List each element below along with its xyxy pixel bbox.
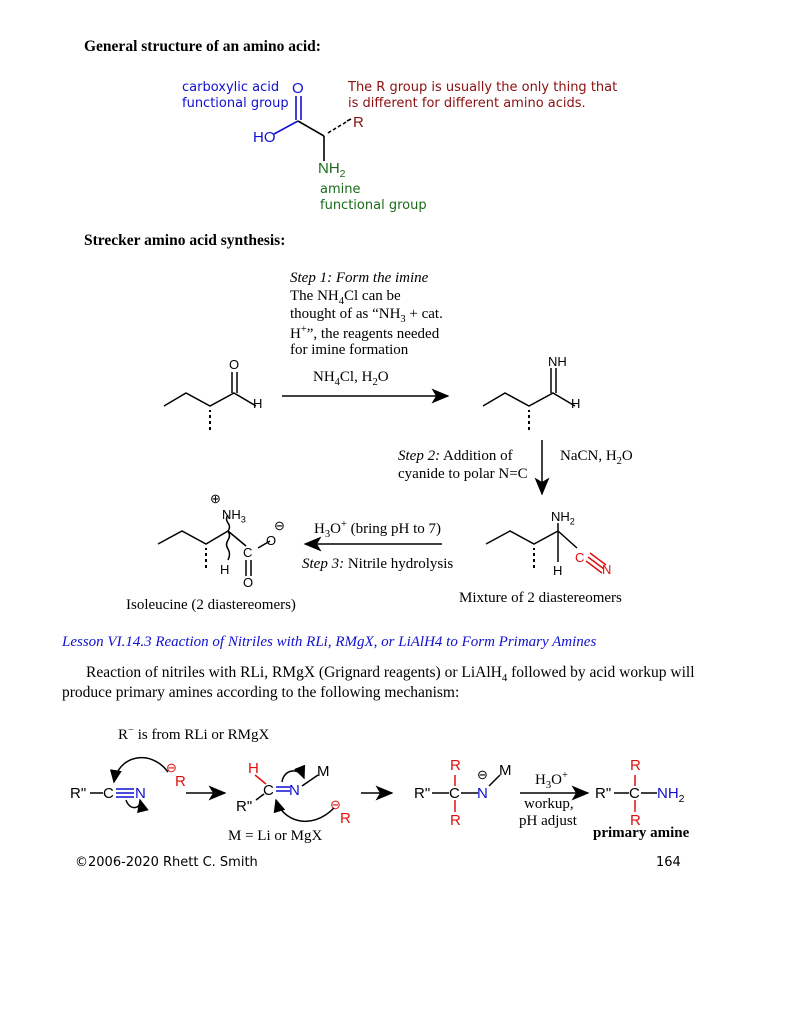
mech-r-top: R bbox=[450, 757, 461, 774]
step1-line2: thought of as “NH3 + cat. bbox=[290, 306, 443, 325]
lesson-title: Lesson VI.14.3 Reaction of Nitriles with… bbox=[62, 634, 597, 650]
mech-m-2: M bbox=[499, 762, 512, 779]
isoleucine-structure bbox=[157, 514, 271, 576]
step1-line1: The NH4Cl can be bbox=[290, 288, 401, 307]
amine-r-bottom: R bbox=[630, 812, 641, 829]
mech-rpp-3: R" bbox=[414, 785, 431, 802]
mech-minus-1: ⊖ bbox=[166, 760, 177, 775]
step1-line4: for imine formation bbox=[290, 342, 409, 358]
mixture-label: Mixture of 2 diastereomers bbox=[459, 590, 622, 606]
mech-n-2: N bbox=[289, 782, 300, 799]
mech-c-3: C bbox=[449, 785, 460, 802]
mech-n-3: N bbox=[477, 785, 488, 802]
minus-charge: ⊖ bbox=[274, 518, 285, 533]
amine-label: amine bbox=[320, 182, 361, 197]
mech-n-1: N bbox=[135, 785, 146, 802]
atom-nh2: NH2 bbox=[318, 160, 346, 180]
mech-r-nucleophile: R bbox=[175, 773, 186, 790]
atom-ho: HO bbox=[253, 129, 276, 146]
nitrile-structure bbox=[485, 523, 607, 574]
atom-r: R bbox=[353, 114, 364, 131]
isoleucine-c: C bbox=[243, 545, 253, 560]
r-group-note-2: is different for different amino acids. bbox=[348, 96, 586, 111]
step3-label: Step 3: Nitrile hydrolysis bbox=[302, 556, 454, 572]
r-source-note: R− is from RLi or RMgX bbox=[118, 725, 270, 743]
nitrile-nh2: NH2 bbox=[551, 509, 575, 527]
mech-ph-adjust: pH adjust bbox=[519, 813, 577, 829]
copyright: ©2006-2020 Rhett C. Smith bbox=[75, 855, 258, 870]
mech-m-1: M bbox=[317, 763, 330, 780]
step2-title: Step 2: Addition of bbox=[398, 448, 513, 464]
mech-rpp-2: R" bbox=[236, 798, 253, 815]
amine-r-top: R bbox=[630, 757, 641, 774]
reagent-nacn: NaCN, H2O bbox=[560, 448, 633, 467]
imine-structure bbox=[482, 368, 576, 430]
mech-minus-2: ⊖ bbox=[330, 797, 341, 812]
reagent-h3o: H3O+ (bring pH to 7) bbox=[314, 519, 442, 540]
step2-line2: cyanide to polar N=C bbox=[398, 466, 528, 482]
mechanism-structures bbox=[90, 756, 657, 823]
mech-workup: workup, bbox=[524, 796, 574, 812]
mech-r-second: R bbox=[340, 810, 351, 827]
carboxylic-label-2: functional group bbox=[182, 96, 289, 111]
primary-amine-label: primary amine bbox=[593, 825, 690, 841]
isoleucine-label: Isoleucine (2 diastereomers) bbox=[126, 597, 296, 613]
mech-reagent-h3o: H3O+ bbox=[535, 770, 568, 791]
lesson-paragraph-line1: Reaction of nitriles with RLi, RMgX (Gri… bbox=[86, 664, 695, 685]
isoleucine-o-minus: O bbox=[266, 533, 277, 548]
amino-acid-structure bbox=[273, 96, 352, 161]
nitrile-c: C bbox=[575, 550, 585, 565]
imine-h: H bbox=[571, 396, 581, 411]
aldehyde-h: H bbox=[253, 396, 263, 411]
section-heading-strecker: Strecker amino acid synthesis: bbox=[84, 232, 286, 249]
nitrile-n: N bbox=[602, 562, 612, 577]
plus-charge: ⊕ bbox=[210, 491, 221, 506]
isoleucine-o: O bbox=[243, 575, 254, 590]
imine-nh: NH bbox=[548, 354, 567, 369]
lesson-paragraph-line2: produce primary amines according to the … bbox=[62, 684, 460, 701]
carboxylic-label: carboxylic acid bbox=[182, 80, 280, 95]
amine-c: C bbox=[629, 785, 640, 802]
atom-o: O bbox=[292, 80, 304, 97]
page-number: 164 bbox=[656, 855, 681, 870]
section-heading-amino-acid: General structure of an amino acid: bbox=[84, 38, 321, 55]
reagent-nh4cl: NH4Cl, H2O bbox=[313, 369, 389, 388]
amine-label-2: functional group bbox=[320, 198, 427, 213]
mech-c-2: C bbox=[263, 782, 274, 799]
mech-r-added: H bbox=[248, 760, 259, 777]
isoleucine-h: H bbox=[220, 562, 230, 577]
aldehyde-o: O bbox=[229, 357, 240, 372]
mech-rpp-1: R" bbox=[70, 785, 87, 802]
amine-nh2: NH2 bbox=[657, 785, 685, 805]
mech-c-1: C bbox=[103, 785, 114, 802]
step1-line3: H+”, the reagents needed bbox=[290, 324, 440, 342]
step1-title: Step 1: Form the imine bbox=[290, 270, 429, 286]
mech-m-label: M = Li or MgX bbox=[228, 828, 323, 844]
mech-r-bottom: R bbox=[450, 812, 461, 829]
nitrile-h: H bbox=[553, 563, 563, 578]
aldehyde-structure bbox=[163, 372, 257, 430]
r-group-note: The R group is usually the only thing th… bbox=[348, 80, 618, 95]
mech-minus-3: ⊖ bbox=[477, 767, 488, 782]
amine-rpp: R" bbox=[595, 785, 612, 802]
